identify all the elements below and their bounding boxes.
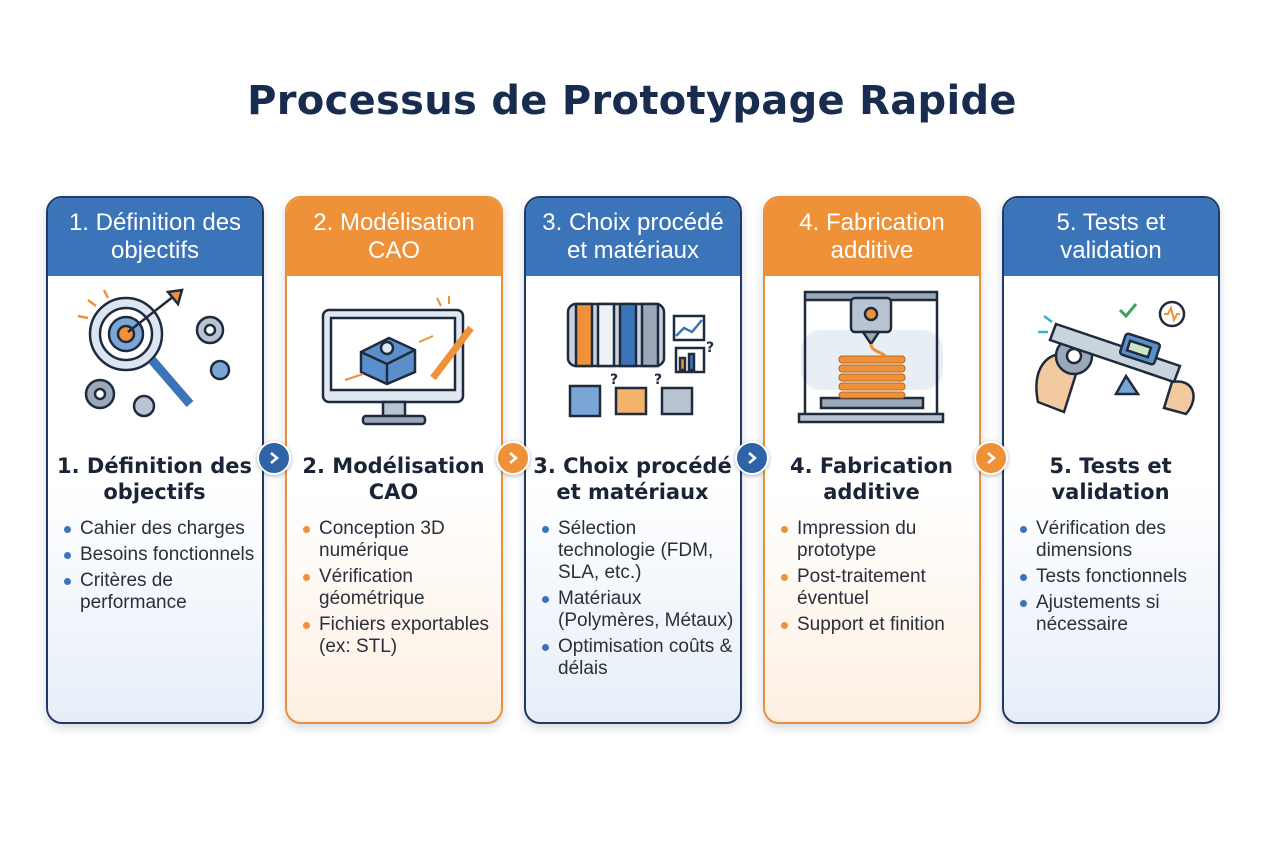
step-header: 4. Fabrication additive [765, 198, 979, 276]
step-header: 3. Choix procédé et matériaux [526, 198, 740, 276]
chevron-right-icon [974, 441, 1008, 475]
bullet-list: Conception 3D numérique Vérification géo… [303, 518, 499, 662]
bullet-item: Support et finition [781, 614, 977, 636]
svg-text:?: ? [610, 372, 618, 388]
bullet-item: Matériaux (Polymères, Métaux) [542, 588, 738, 632]
step-subtitle: 5. Tests et validation [1049, 454, 1172, 504]
chevron-right-icon [257, 441, 291, 475]
step-subtitle: 2. Modélisation CAO [302, 454, 485, 504]
step-header: 5. Tests et validation [1004, 198, 1218, 276]
cad-monitor-icon [321, 296, 474, 426]
step-card-3: 3. Choix procédé et matériaux ??? 3. Cho… [524, 196, 742, 724]
filament-materials-icon: ??? [566, 302, 714, 418]
step-subtitle: 3. Choix procédé et matériaux [533, 454, 732, 504]
3d-printer-icon [797, 290, 945, 424]
bullet-item: Cahier des charges [64, 518, 260, 540]
step-card-2: 2. Modélisation CAO 2. Modélisation CAO … [285, 196, 503, 724]
step-card-5: 5. Tests et validation 5. Tests et valid… [1002, 196, 1220, 724]
bullet-item: Fichiers exportables (ex: STL) [303, 614, 499, 658]
bullet-list: Sélection technologie (FDM, SLA, etc.) M… [542, 518, 738, 684]
bullet-item: Vérification géométrique [303, 566, 499, 610]
bullet-item: Ajustements si nécessaire [1020, 592, 1216, 636]
bullet-list: Vérification des dimensions Tests foncti… [1020, 518, 1216, 640]
svg-text:?: ? [654, 372, 662, 388]
svg-text:?: ? [706, 340, 714, 356]
target-gears-magnifier-icon [77, 288, 231, 418]
bullet-item: Critères de performance [64, 570, 260, 614]
bullet-item: Sélection technologie (FDM, SLA, etc.) [542, 518, 738, 584]
step-card-1: 1. Définition des objectifs 1. Définitio… [46, 196, 264, 724]
page-title: Processus de Prototypage Rapide [247, 78, 1017, 124]
bullet-list: Impression du prototype Post-traitement … [781, 518, 977, 640]
bullet-item: Vérification des dimensions [1020, 518, 1216, 562]
step-subtitle: 4. Fabrication additive [789, 454, 953, 504]
bullet-item: Post-traitement éventuel [781, 566, 977, 610]
bullet-item: Besoins fonctionnels [64, 544, 260, 566]
chevron-right-icon [735, 441, 769, 475]
caliper-testing-icon [1035, 300, 1195, 416]
chevron-right-icon [496, 441, 530, 475]
step-header: 2. Modélisation CAO [287, 198, 501, 276]
step-subtitle: 1. Définition des objectifs [57, 454, 252, 504]
bullet-list: Cahier des charges Besoins fonctionnels … [64, 518, 260, 618]
bullet-item: Optimisation coûts & délais [542, 636, 738, 680]
step-card-4: 4. Fabrication additive 4. Fabrication a… [763, 196, 981, 724]
step-header: 1. Définition des objectifs [48, 198, 262, 276]
bullet-item: Tests fonctionnels [1020, 566, 1216, 588]
bullet-item: Impression du prototype [781, 518, 977, 562]
bullet-item: Conception 3D numérique [303, 518, 499, 562]
